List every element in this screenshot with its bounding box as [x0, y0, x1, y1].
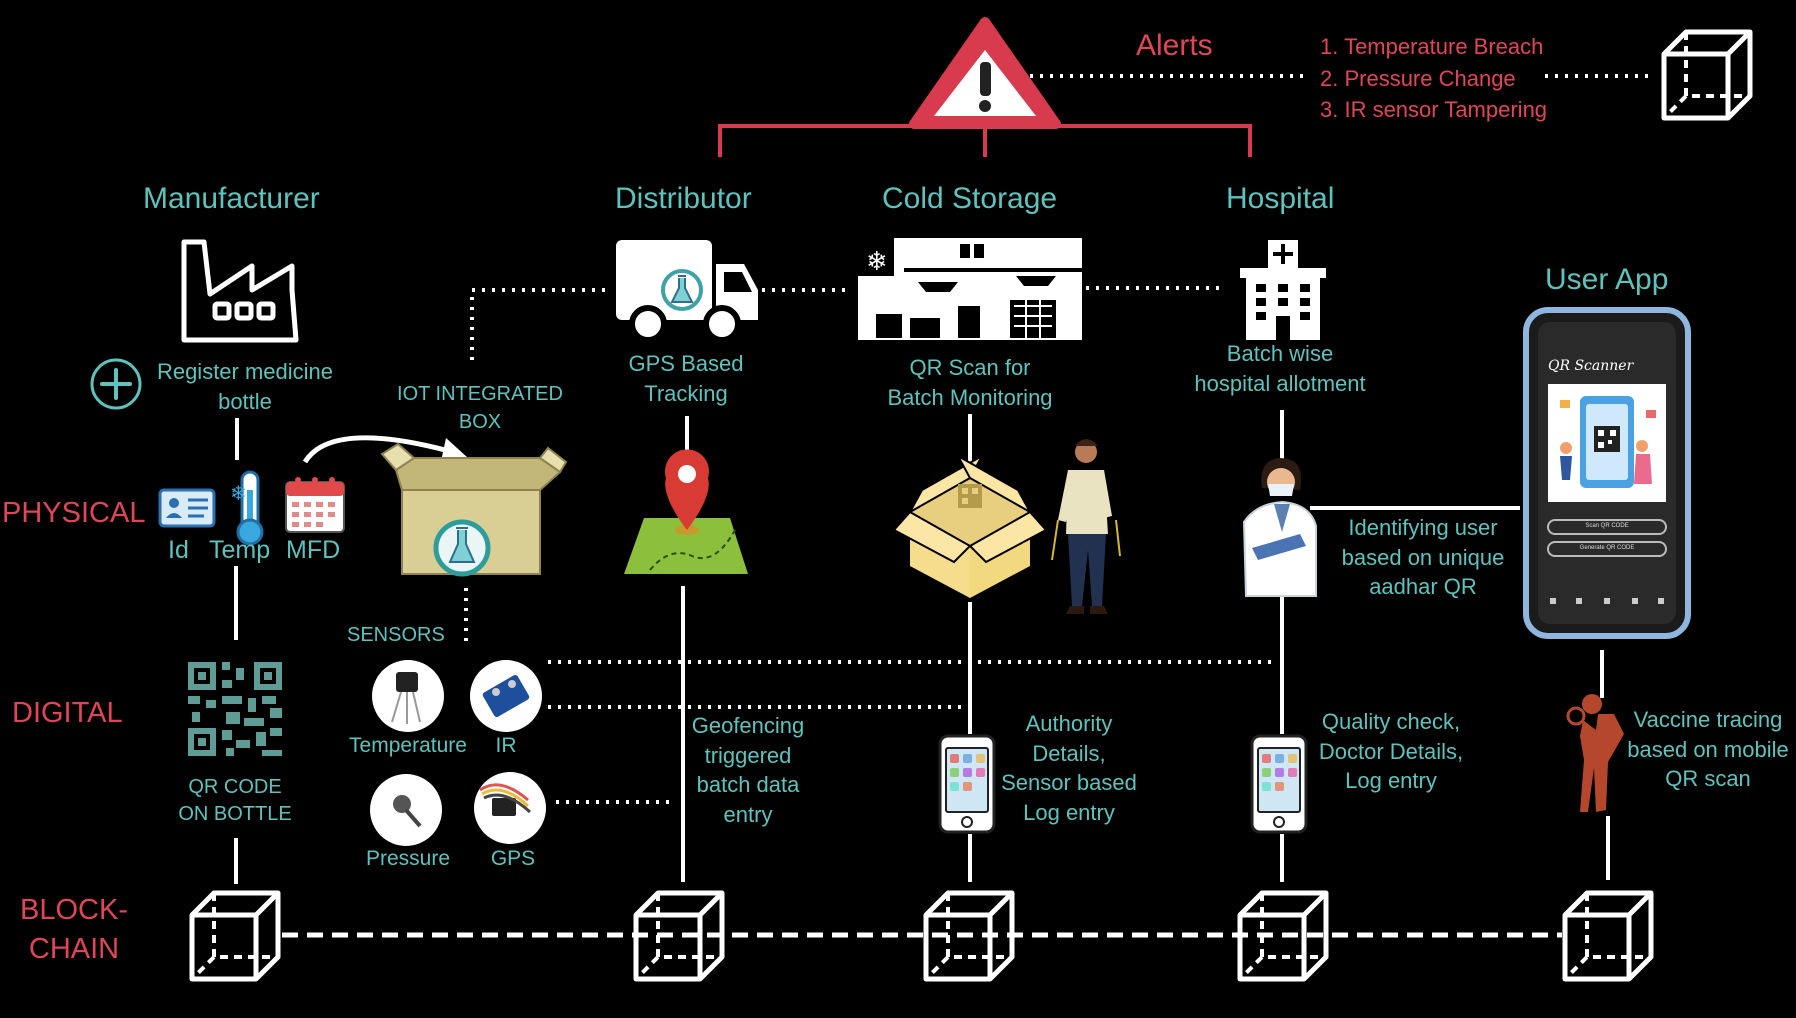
identify-user-caption: Identifying user based on unique aadhar … — [1328, 513, 1518, 602]
warning-triangle-icon — [909, 17, 1061, 129]
alert-item: 3. IR sensor Tampering — [1320, 97, 1548, 122]
stage-title-cold-storage: Cold Storage — [882, 182, 1058, 215]
layer-label-physical: PHYSICAL — [2, 497, 146, 529]
caption-line: BOX — [458, 411, 502, 433]
dotted-connectors — [464, 286, 1276, 804]
layer-label-blockchain-line1: BLOCK- — [20, 894, 128, 926]
tracing-person-icon — [1566, 694, 1624, 812]
caption-line: QR scan — [1665, 766, 1751, 792]
caption-line: hospital allotment — [1194, 370, 1366, 396]
temp-label: Temp — [209, 536, 271, 564]
sensors-label: SENSORS — [347, 624, 445, 646]
delivery-truck-icon — [616, 240, 758, 343]
alert-block-cube-icon — [1664, 32, 1750, 118]
gps-module-icon — [474, 772, 546, 844]
svg-text:❄: ❄ — [866, 247, 888, 277]
phone-app-title: QR Scanner — [1548, 358, 1634, 374]
caption-line: QR Scan for — [909, 355, 1031, 380]
doctor-icon — [1242, 458, 1317, 597]
thermometer-icon: ❄ — [230, 470, 264, 546]
alert-item: 2. Pressure Change — [1320, 66, 1516, 91]
alerts-title: Alerts — [1136, 29, 1213, 62]
block-cube-icon — [192, 893, 278, 979]
standing-person-icon — [1051, 439, 1121, 614]
layer-label-blockchain: BLOCK- CHAIN — [4, 891, 144, 969]
caption-line: Tracking — [644, 380, 728, 406]
calendar-icon — [285, 477, 345, 533]
caption-line: Details, — [1032, 740, 1106, 766]
layer-label-blockchain-line2: CHAIN — [28, 933, 120, 966]
stage-title-distributor: Distributor — [615, 182, 752, 215]
geofencing-caption: Geofencing triggered batch data entry — [676, 711, 820, 830]
factory-icon — [181, 239, 299, 343]
caption-line: GPS Based — [628, 351, 744, 376]
caption-line: bottle — [218, 388, 272, 414]
caption-line: based on unique — [1341, 544, 1505, 570]
stage-title-user-app: User App — [1545, 263, 1669, 296]
hospital-allotment-caption: Batch wise hospital allotment — [1180, 339, 1380, 398]
iot-box-icon — [380, 442, 568, 577]
solid-connectors — [234, 410, 1610, 884]
layer-label-digital: DIGITAL — [12, 697, 123, 729]
caption-line: aadhar QR — [1369, 574, 1477, 600]
vaccine-tracing-caption: Vaccine tracing based on mobile QR scan — [1620, 705, 1796, 794]
qr-code-icon — [186, 660, 284, 758]
pressure-sensor-icon — [370, 774, 442, 846]
sensor-gps-label: GPS — [490, 847, 536, 870]
svg-text:❄: ❄ — [230, 481, 247, 505]
caption-line: Authority — [1025, 711, 1113, 736]
gps-tracking-caption: GPS Based Tracking — [606, 349, 766, 408]
sensor-temperature-label: Temperature — [349, 734, 467, 757]
caption-line: triggered — [704, 742, 792, 768]
sensor-ir-label: IR — [495, 734, 517, 757]
stage-title-hospital: Hospital — [1226, 182, 1335, 215]
id-label: Id — [168, 536, 189, 564]
hospital-building-icon — [1240, 240, 1326, 340]
caption-line: Sensor based — [1001, 770, 1137, 796]
quality-check-caption: Quality check, Doctor Details, Log entry — [1306, 707, 1476, 796]
block-cube-icon — [1565, 893, 1651, 979]
caption-line: ON BOTTLE — [178, 803, 292, 825]
caption-line: QR CODE — [188, 776, 282, 798]
caption-line: Batch wise — [1226, 341, 1334, 366]
generate-qr-button[interactable]: Generate QR CODE — [1579, 545, 1635, 551]
stage-title-manufacturer: Manufacturer — [143, 182, 320, 215]
add-circle-icon — [90, 358, 142, 410]
caption-line: IOT INTEGRATED — [397, 383, 563, 405]
caption-line: Vaccine tracing — [1633, 707, 1783, 732]
mobile-device-icon — [938, 734, 996, 834]
caption-line: Log entry — [1345, 768, 1437, 794]
cold-storage-warehouse-icon: ❄ — [858, 238, 1082, 340]
location-map-icon — [624, 449, 748, 574]
user-app-phone-icon — [1523, 307, 1691, 639]
caption-line: Log entry — [1023, 800, 1115, 826]
temperature-sensor-icon — [372, 660, 444, 732]
mobile-device-icon — [1250, 734, 1308, 834]
caption-line: Batch Monitoring — [887, 384, 1053, 410]
caption-line: entry — [723, 802, 773, 828]
caption-line: Identifying user — [1348, 515, 1498, 540]
qr-scan-caption: QR Scan for Batch Monitoring — [860, 353, 1080, 412]
scan-qr-button[interactable]: Scan QR CODE — [1585, 523, 1629, 529]
alert-item: 1. Temperature Breach — [1320, 34, 1544, 59]
ir-sensor-icon — [470, 660, 542, 732]
iot-box-caption: IOT INTEGRATED BOX — [380, 380, 580, 436]
caption-line: Doctor Details, — [1318, 738, 1464, 764]
caption-line: based on mobile — [1627, 736, 1789, 762]
sensor-pressure-label: Pressure — [365, 847, 451, 870]
register-bottle-caption: Register medicine bottle — [146, 357, 344, 416]
mfd-label: MFD — [286, 536, 341, 564]
id-card-icon — [158, 488, 216, 528]
caption-line: Geofencing — [691, 713, 805, 738]
qr-package-box-icon — [892, 453, 1048, 598]
caption-line: Register medicine — [156, 359, 334, 384]
caption-line: batch data — [696, 772, 800, 798]
caption-line: Quality check, — [1321, 709, 1461, 734]
authority-log-caption: Authority Details, Sensor based Log entr… — [990, 709, 1148, 828]
qr-code-caption: QR CODE ON BOTTLE — [150, 774, 320, 828]
